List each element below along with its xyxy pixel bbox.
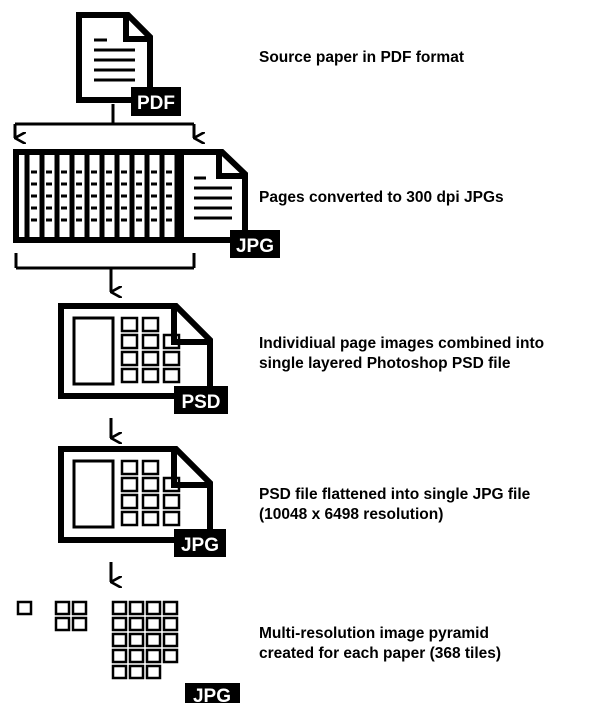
pyramid-tile: [111, 664, 128, 680]
thumbnail-cell: [141, 476, 160, 493]
flattened-thumbnails-grid: [120, 459, 181, 527]
step-2-line-1: Pages converted to 300 dpi JPGs: [259, 189, 504, 206]
pyramid-tile: [16, 600, 33, 616]
image-pyramid-tiles-icon: [16, 600, 179, 680]
thumbnail-cell: [120, 367, 139, 384]
thumbnail-cell: [120, 510, 139, 527]
thumbnail-cell: [141, 493, 160, 510]
pyramid-tile: [71, 600, 88, 616]
step-5-line-2: created for each paper (368 tiles): [259, 645, 502, 662]
pyramid-tile: [111, 600, 128, 616]
pyramid-tile: [145, 600, 162, 616]
split-connector: [13, 104, 194, 138]
pyramid-tile: [111, 616, 128, 632]
thumbnail-cell: [141, 316, 160, 333]
pyramid-tile: [162, 600, 179, 616]
pyramid-tile: [128, 632, 145, 648]
merge-connector: [14, 253, 196, 292]
pdf-badge: PDF: [131, 87, 181, 116]
thumbnail-cell: [120, 350, 139, 367]
jpg-pages-badge: JPG: [230, 230, 280, 258]
thumbnail-cell: [120, 316, 139, 333]
pyramid-tile: [145, 616, 162, 632]
thumbnail-cell: [141, 350, 160, 367]
thumbnail-cell: [120, 476, 139, 493]
thumbnail-cell: [162, 510, 181, 527]
pyramid-tile: [162, 648, 179, 664]
pdf-document-icon: [76, 12, 153, 103]
step-3-line-1: Individiual page images combined into: [259, 335, 545, 352]
pyramid-tile: [128, 664, 145, 680]
pyramid-jpg-badge: JPG: [185, 683, 240, 703]
pyramid-tile: [54, 616, 71, 632]
pyramid-tile: [128, 648, 145, 664]
thumbnail-cell: [162, 493, 181, 510]
svg-text:JPG: JPG: [193, 686, 231, 703]
svg-text:JPG: JPG: [181, 535, 219, 556]
step-4-line-1: PSD file flattened into single JPG file: [259, 486, 531, 503]
pyramid-tile: [111, 648, 128, 664]
step-5-line-1: Multi-resolution image pyramid: [259, 625, 489, 642]
thumbnail-cell: [120, 459, 139, 476]
flattened-jpg-badge: JPG: [174, 529, 226, 557]
step-3-line-2: single layered Photoshop PSD file: [259, 355, 511, 372]
thumbnail-cell: [162, 350, 181, 367]
pyramid-tile: [54, 600, 71, 616]
step-4-description: PSD file flattened into single JPG file …: [259, 485, 594, 525]
thumbnail-cell: [120, 493, 139, 510]
layer-thumbnails-grid: [120, 316, 181, 384]
thumbnail-cell: [141, 367, 160, 384]
thumbnail-cell: [141, 333, 160, 350]
flattened-jpg-document-icon: [58, 446, 213, 543]
thumbnail-cell: [141, 510, 160, 527]
pyramid-tile: [111, 632, 128, 648]
thumbnail-cell: [162, 367, 181, 384]
thumbnail-cell: [141, 459, 160, 476]
thumbnail-cell: [162, 476, 181, 493]
pyramid-tile: [162, 616, 179, 632]
step-1-description: Source paper in PDF format: [259, 48, 594, 68]
svg-text:JPG: JPG: [236, 236, 274, 257]
step-1-line-1: Source paper in PDF format: [259, 49, 464, 66]
step-3-description: Individiual page images combined into si…: [259, 334, 594, 374]
svg-text:PDF: PDF: [137, 93, 175, 114]
step-2-description: Pages converted to 300 dpi JPGs: [259, 188, 594, 208]
step-4-line-2: (10048 x 6498 resolution): [259, 506, 444, 523]
thumbnail-cell: [162, 333, 181, 350]
psd-badge: PSD: [174, 386, 228, 414]
svg-text:PSD: PSD: [181, 392, 220, 413]
pyramid-tile: [145, 664, 162, 680]
pyramid-tile: [145, 632, 162, 648]
step-5-description: Multi-resolution image pyramid created f…: [259, 624, 594, 664]
jpg-pages-stack-icon: [13, 149, 248, 243]
pyramid-tile: [128, 616, 145, 632]
pyramid-tile: [128, 600, 145, 616]
pyramid-tile: [71, 616, 88, 632]
pyramid-tile: [145, 648, 162, 664]
psd-layered-document-icon: [58, 303, 213, 399]
thumbnail-cell: [120, 333, 139, 350]
pyramid-tile: [162, 632, 179, 648]
